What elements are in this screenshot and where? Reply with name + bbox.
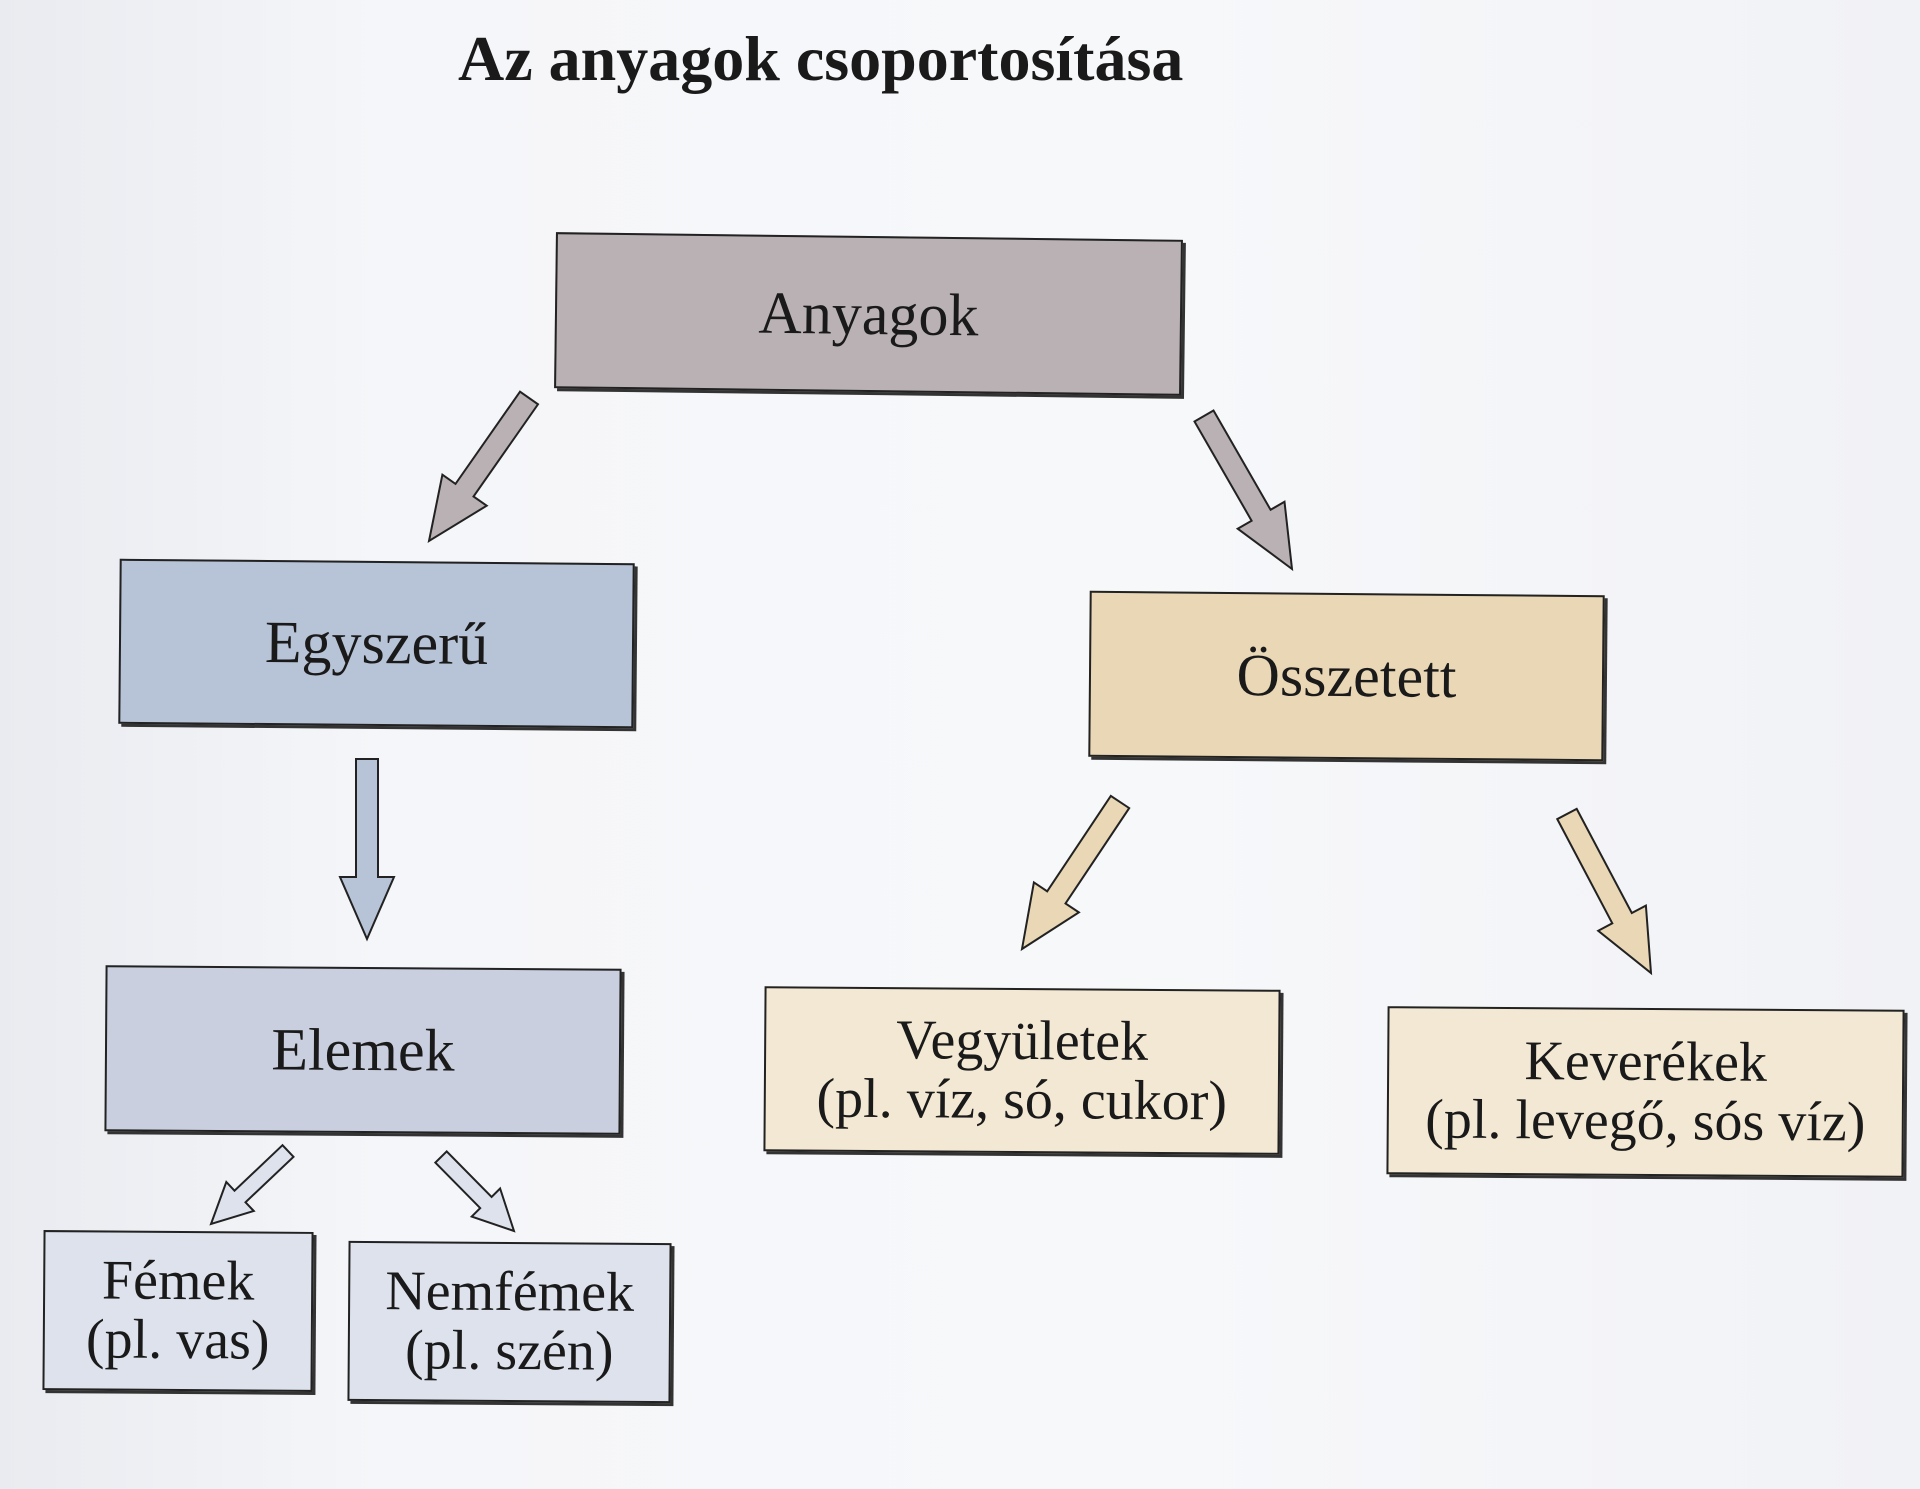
node-label: Vegyületek	[896, 1008, 1149, 1073]
node-label: Elemek	[271, 1015, 455, 1084]
node-label: Fémek	[101, 1249, 255, 1313]
arrow-4	[1020, 794, 1131, 952]
node-label: Nemfémek	[385, 1260, 635, 1325]
node-femek: Fémek (pl. vas)	[42, 1230, 314, 1392]
node-example: (pl. vas)	[85, 1308, 270, 1372]
node-label: Összetett	[1236, 641, 1457, 710]
arrow-5	[1555, 807, 1653, 976]
node-label: Egyszerű	[264, 609, 489, 677]
node-nemfemek: Nemfémek (pl. szén)	[347, 1240, 672, 1404]
arrow-7	[433, 1149, 516, 1233]
arrow-6	[209, 1143, 295, 1226]
arrow-2	[1193, 409, 1294, 572]
node-elemek: Elemek	[104, 965, 622, 1135]
node-vegyuletek: Vegyületek (pl. víz, só, cukor)	[763, 986, 1281, 1155]
diagram-title: Az anyagok csoportosítása	[458, 23, 1184, 94]
node-anyagok: Anyagok	[554, 232, 1183, 396]
node-keverekek: Keverékek (pl. levegő, sós víz)	[1386, 1006, 1905, 1178]
node-egyszeru: Egyszerű	[118, 558, 635, 729]
node-osszetett: Összetett	[1088, 590, 1605, 762]
node-example: (pl. szén)	[404, 1319, 614, 1383]
arrow-1	[427, 390, 540, 544]
node-example: (pl. levegő, sós víz)	[1425, 1088, 1866, 1154]
node-example: (pl. víz, só, cukor)	[816, 1067, 1228, 1132]
arrow-3	[338, 758, 396, 942]
node-label: Keverékek	[1524, 1030, 1768, 1095]
node-label: Anyagok	[758, 279, 979, 348]
